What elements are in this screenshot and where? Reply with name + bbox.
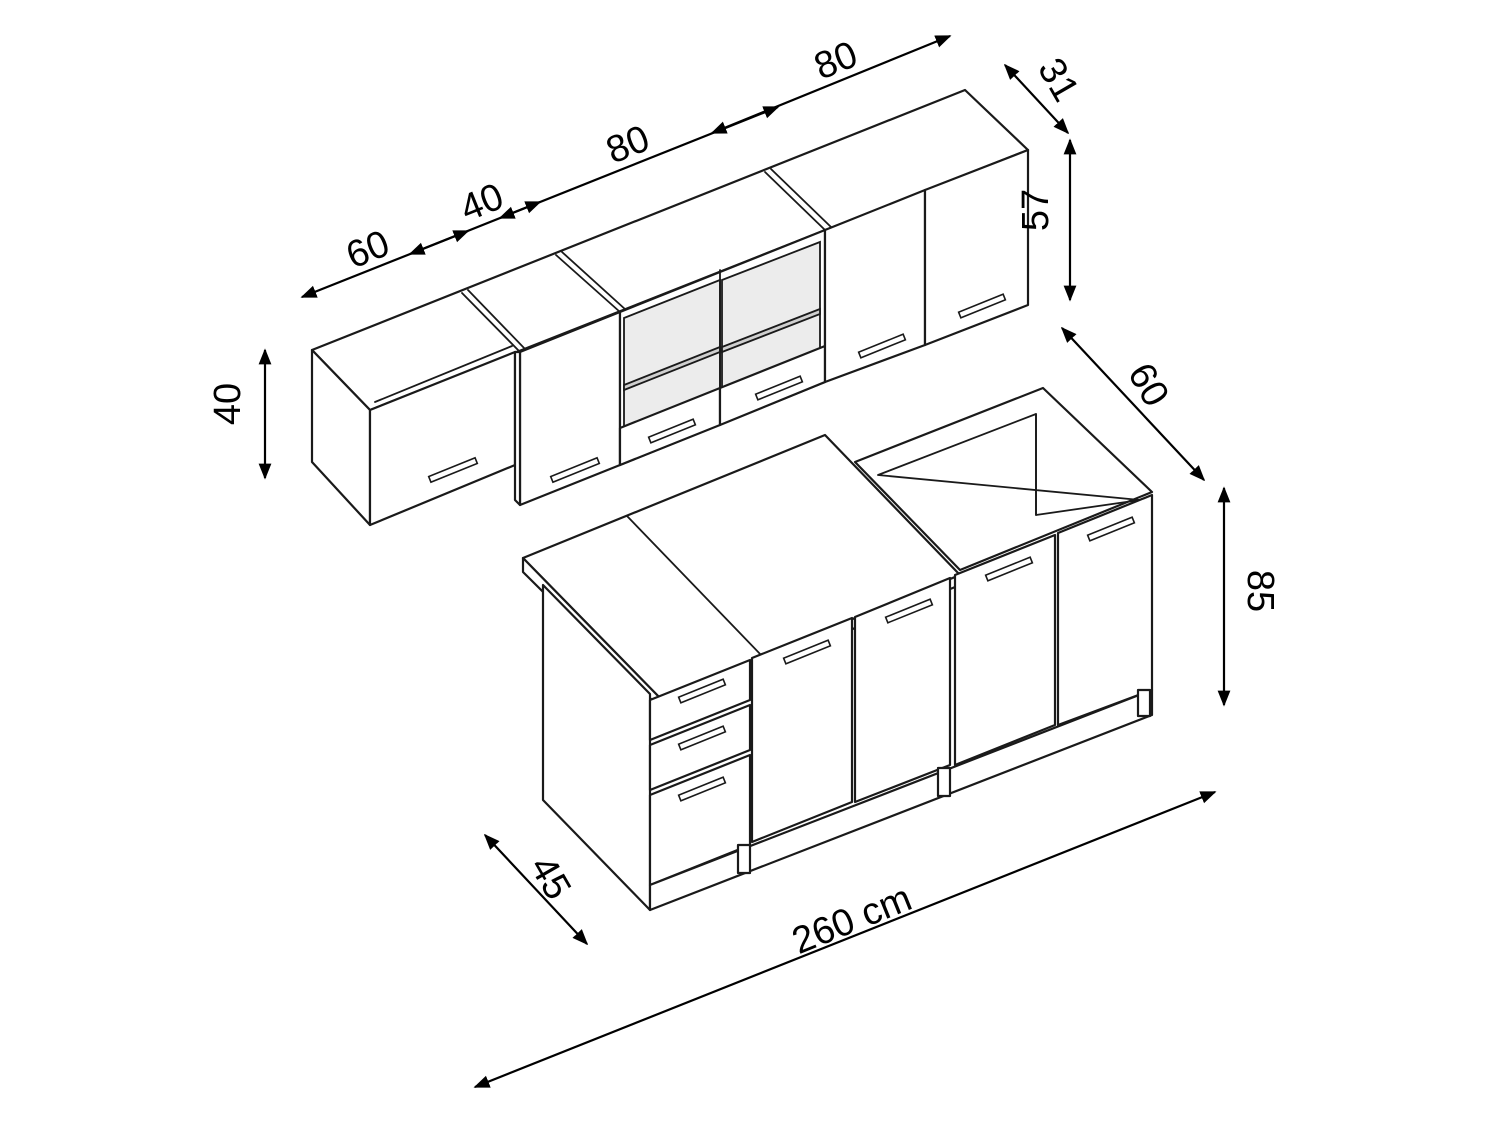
- upper-divider-1: [461, 292, 521, 353]
- dimension-lines: [258, 34, 1231, 1089]
- upper-drawer-handle-right: [754, 375, 804, 401]
- drawer-handle-2: [677, 725, 727, 751]
- upper-right-handle-left: [857, 333, 907, 359]
- dim-line-31: [1003, 63, 1070, 135]
- upper-cabinets: [310, 88, 1030, 527]
- label-total-260: 260 cm: [786, 877, 917, 963]
- worktop-seam: [626, 515, 764, 658]
- upper-drawer-handle-left: [647, 418, 697, 444]
- dim-line-260: [473, 790, 1217, 1089]
- label-depth-60: 60: [1119, 356, 1177, 414]
- upper-left-edge: [374, 345, 513, 403]
- label-width-80b: 80: [809, 34, 864, 89]
- upper-divider-3b: [770, 168, 832, 228]
- upper-40-cabinet-side: [513, 350, 522, 507]
- drawer-handle-1: [677, 678, 727, 704]
- label-width-80a: 80: [601, 118, 656, 173]
- label-height-57: 57: [1015, 189, 1057, 231]
- lower-middle-door-right: [853, 576, 952, 804]
- lower-drawer-2: [648, 703, 752, 792]
- middle-handle-left: [782, 639, 832, 665]
- label-height-85: 85: [1239, 570, 1281, 612]
- upper-left-handle: [427, 456, 479, 484]
- label-width-40: 40: [455, 176, 510, 231]
- middle-handle-right: [884, 598, 934, 624]
- upper-glass-shelf-2: [721, 307, 821, 354]
- leg-1: [736, 843, 752, 875]
- leg-3: [1136, 688, 1152, 718]
- dim-line-60-right: [1060, 326, 1206, 482]
- right-handle-right: [1086, 516, 1136, 542]
- label-depth-45: 45: [521, 849, 579, 907]
- upper-40-handle: [549, 456, 601, 484]
- label-height-40: 40: [207, 383, 249, 425]
- right-handle-left: [984, 556, 1034, 582]
- upper-divider-2: [555, 254, 621, 313]
- upper-divider-2b: [561, 251, 627, 311]
- upper-right-handle-right: [957, 293, 1007, 319]
- label-width-60: 60: [341, 223, 396, 278]
- lower-drawer-1: [648, 658, 752, 742]
- dim-line-80b: [710, 34, 952, 135]
- leg-2: [936, 766, 952, 798]
- lower-right-door-left: [953, 533, 1057, 767]
- upper-divider-1b: [467, 289, 527, 351]
